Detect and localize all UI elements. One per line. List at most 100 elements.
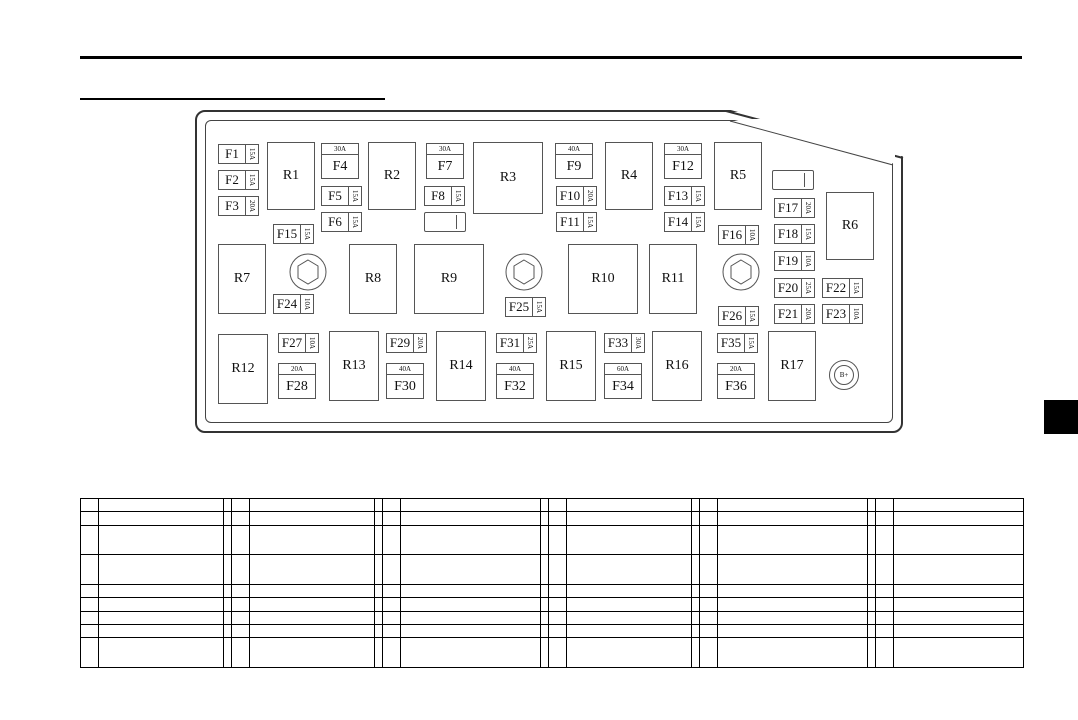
- fuse-rating: 15A: [744, 334, 757, 352]
- table-gap-cell: [540, 584, 549, 599]
- relay-label: R6: [841, 218, 859, 233]
- table-cell: [893, 623, 1024, 639]
- table-gap-cell: [691, 597, 700, 612]
- relay-r11: R11: [649, 244, 697, 314]
- table-cell: [382, 637, 401, 668]
- fuse-label: F1: [225, 146, 239, 161]
- fuse-label: F28: [286, 378, 308, 394]
- spare-fuse-slot: [772, 170, 814, 190]
- table-cell: [548, 524, 567, 556]
- fuse-rating: 10A: [745, 226, 758, 244]
- table-cell: [98, 637, 224, 668]
- table-cell: [231, 511, 250, 526]
- relay-r9: R9: [414, 244, 484, 314]
- relay-label: R16: [665, 358, 689, 373]
- table-cell: [566, 511, 692, 526]
- table-gap-cell: [374, 554, 383, 586]
- relay-r3: R3: [473, 142, 543, 214]
- relay-label: R15: [559, 358, 583, 373]
- table-row: [80, 554, 1024, 586]
- table-cell: [249, 637, 375, 668]
- table-cell: [699, 554, 718, 586]
- table-cell: [231, 524, 250, 556]
- relay-r12: R12: [218, 334, 268, 404]
- table-cell: [80, 597, 99, 612]
- fuse-label: F26: [721, 308, 743, 323]
- fuse-rating: 15A: [691, 213, 704, 231]
- fuse-label: F35: [720, 335, 742, 350]
- table-row: [80, 637, 1024, 668]
- table-row: [80, 597, 1024, 612]
- fuse-label: F11: [560, 214, 580, 229]
- fuse-label: F8: [431, 188, 445, 203]
- fuse-rating: 60A: [605, 364, 641, 375]
- fuse-rating: 15A: [691, 187, 704, 205]
- fuse-label: F21: [777, 306, 799, 321]
- fuse-label: F9: [566, 158, 582, 174]
- relay-label: R3: [499, 170, 517, 185]
- fuse-label: F16: [721, 227, 743, 242]
- table-row: [80, 497, 1024, 513]
- table-cell: [548, 497, 567, 513]
- table-cell: [80, 524, 99, 556]
- fuse-rating: 15A: [348, 187, 361, 205]
- relay-r15: R15: [546, 331, 596, 401]
- relay-label: R10: [591, 271, 615, 286]
- table-cell: [400, 610, 541, 625]
- mounting-bolt-icon: [505, 253, 543, 291]
- table-gap-cell: [867, 584, 876, 599]
- table-cell: [875, 511, 894, 526]
- table-cell: [566, 597, 692, 612]
- table-cell: [548, 511, 567, 526]
- fuse-label: F32: [504, 378, 526, 394]
- relay-label: R5: [729, 168, 747, 183]
- fuse-label: F31: [499, 335, 521, 350]
- table-cell: [717, 597, 868, 612]
- table-cell: [400, 524, 541, 556]
- fuse-rating: 15A: [245, 145, 258, 163]
- fuse-rating: 10A: [305, 334, 318, 352]
- table-cell: [717, 524, 868, 556]
- table-cell: [98, 524, 224, 556]
- fuse-rating: 15A: [451, 187, 464, 205]
- relay-r7: R7: [218, 244, 266, 314]
- table-cell: [875, 610, 894, 625]
- relay-label: R2: [383, 168, 401, 183]
- relay-label: R7: [233, 271, 251, 286]
- relay-label: R1: [282, 168, 300, 183]
- table-gap-cell: [867, 610, 876, 625]
- fuse-label: F15: [276, 226, 298, 241]
- fuse-rating: 15A: [583, 213, 596, 231]
- table-cell: [249, 610, 375, 625]
- table-cell: [875, 497, 894, 513]
- relay-r1: R1: [267, 142, 315, 210]
- table-cell: [98, 623, 224, 639]
- table-gap-cell: [374, 610, 383, 625]
- table-cell: [80, 497, 99, 513]
- table-cell: [231, 554, 250, 586]
- table-cell: [893, 511, 1024, 526]
- table-cell: [875, 637, 894, 668]
- table-cell: [400, 637, 541, 668]
- table-cell: [875, 597, 894, 612]
- table-cell: [875, 623, 894, 639]
- table-cell: [382, 610, 401, 625]
- table-cell: [548, 597, 567, 612]
- table-gap-cell: [540, 511, 549, 526]
- table-gap-cell: [374, 597, 383, 612]
- table-cell: [548, 637, 567, 668]
- table-cell: [231, 584, 250, 599]
- table-cell: [717, 554, 868, 586]
